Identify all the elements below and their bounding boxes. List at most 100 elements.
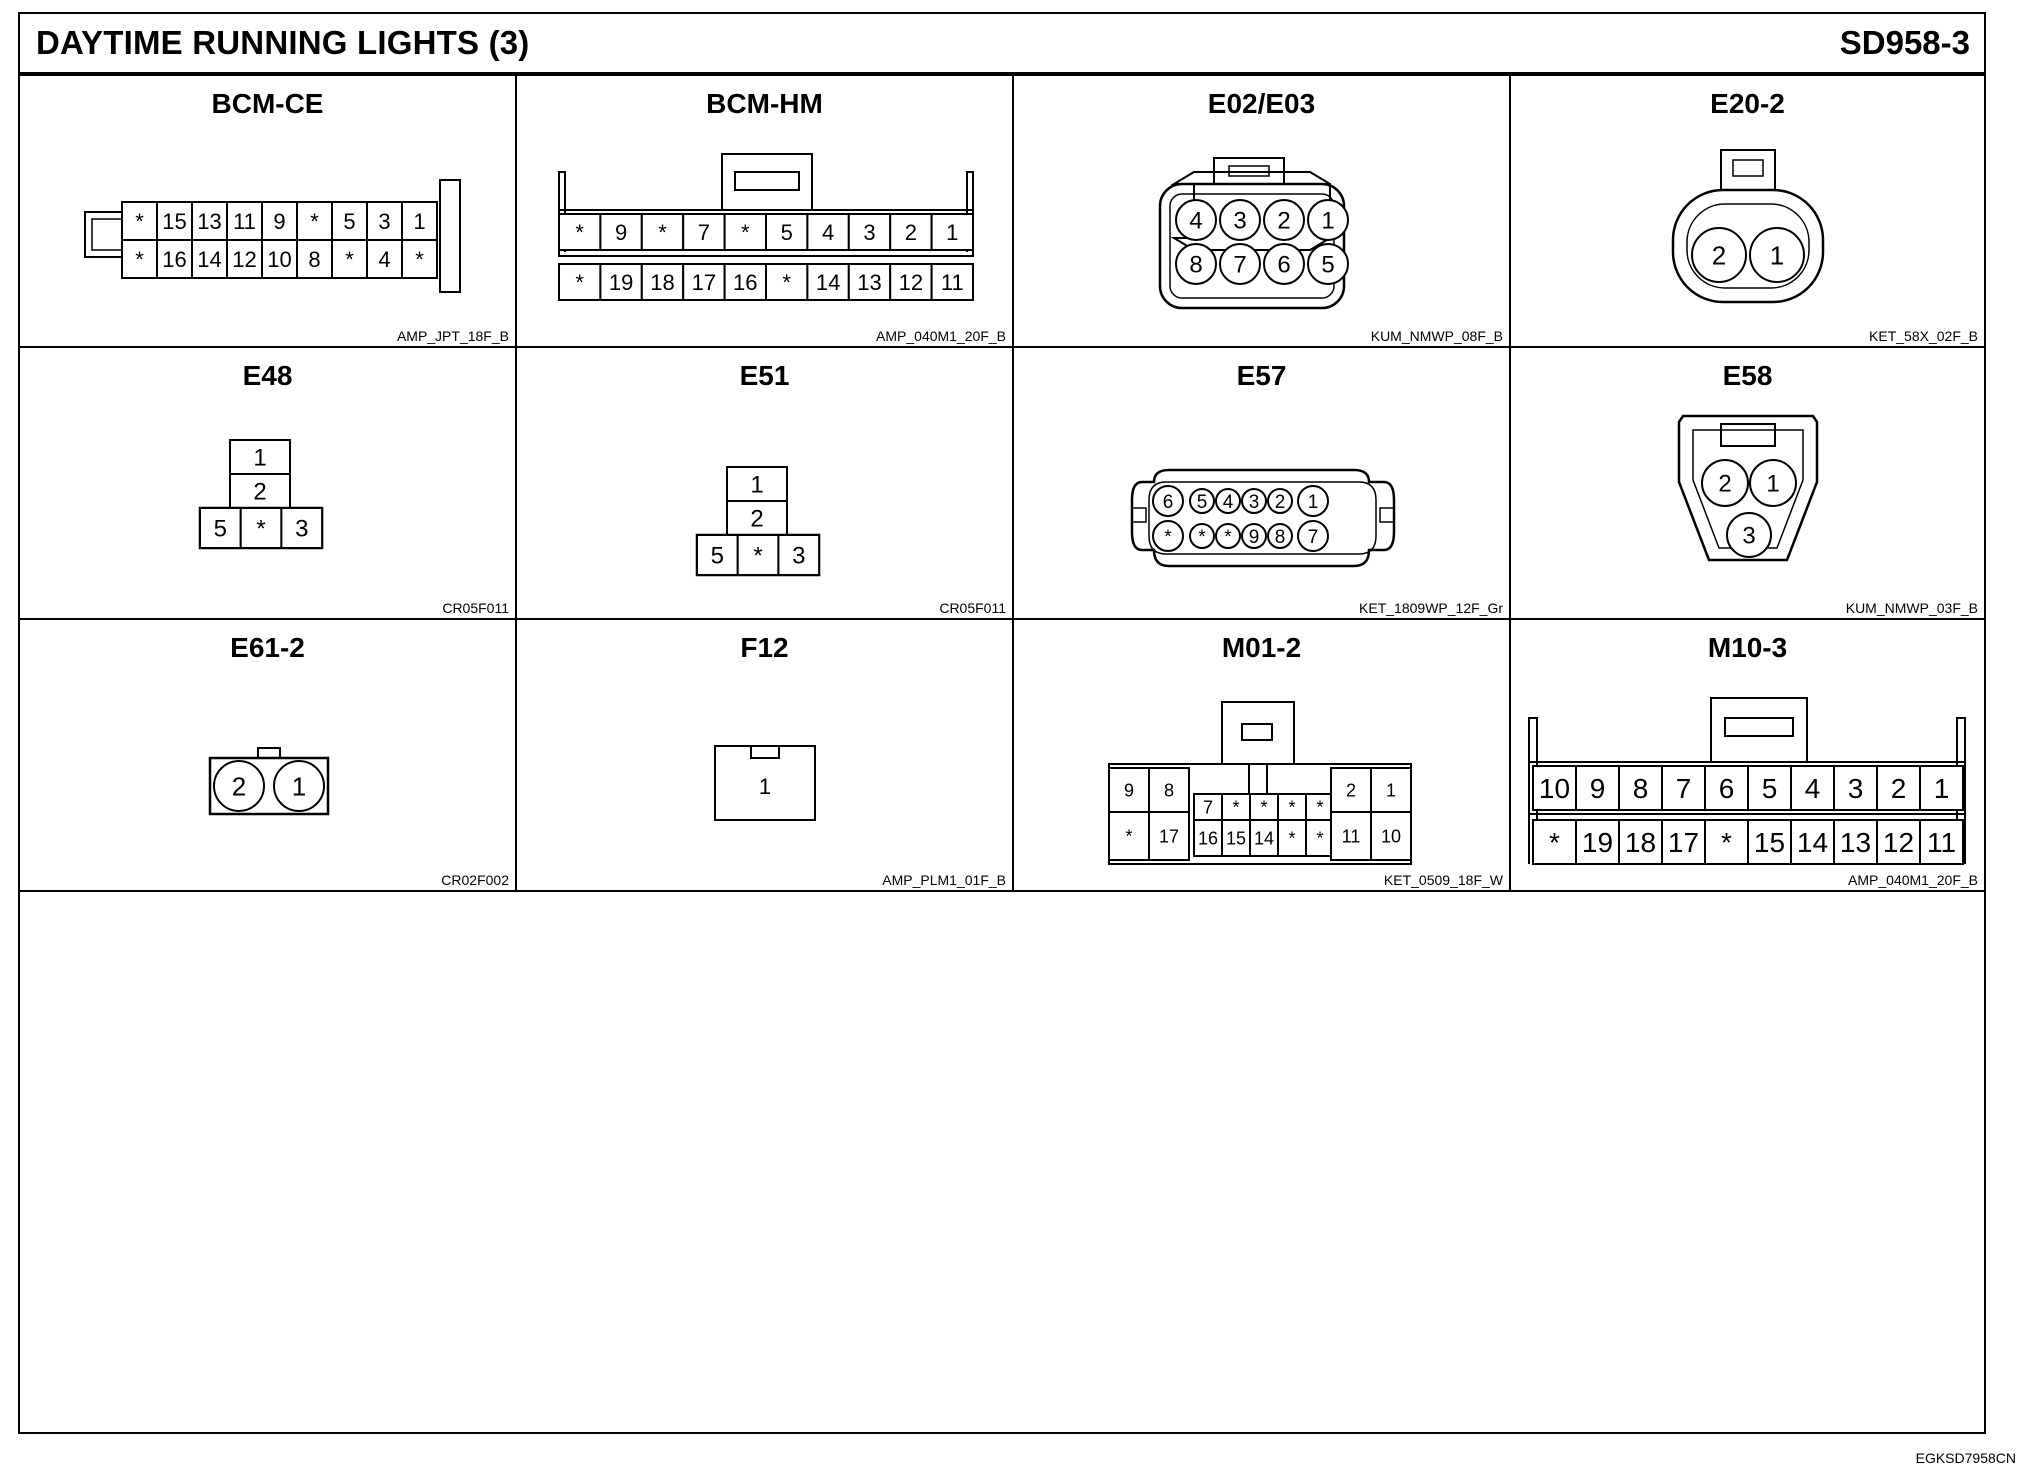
connector-outline <box>1528 761 1966 815</box>
pin-cavity <box>1219 199 1261 241</box>
pin-cavity <box>1263 199 1305 241</box>
pin-label: 11 <box>1342 826 1361 846</box>
pin-label: 19 <box>609 270 633 295</box>
pin-label: 3 <box>863 220 875 245</box>
pin-cavity <box>930 213 975 251</box>
pin-label: * <box>1288 797 1295 817</box>
pin-cavity <box>1241 523 1267 549</box>
pin-label: 1 <box>759 774 771 799</box>
pin-cavity <box>213 760 265 812</box>
pin-cavity <box>121 201 158 241</box>
pin-label: * <box>753 543 762 570</box>
pin-label: 12 <box>232 247 256 272</box>
pin-label: 9 <box>615 220 627 245</box>
connector-outline <box>1677 414 1819 562</box>
pin-label: 1 <box>292 771 306 801</box>
pin-label: 4 <box>378 247 390 272</box>
connector-name: E61-2 <box>230 632 305 663</box>
connector-drawing: 1 <box>714 745 816 821</box>
pin-label: 2 <box>905 220 917 245</box>
pin-cavity <box>1307 243 1349 285</box>
pin-label: * <box>256 516 265 543</box>
pin-cavity <box>1267 523 1293 549</box>
pin-cavity <box>191 239 228 279</box>
pin-cavity <box>723 213 768 251</box>
connector-outline <box>439 179 461 293</box>
pin-label: 1 <box>1308 492 1319 513</box>
pin-cavity <box>1307 199 1349 241</box>
pin-label: 2 <box>1277 208 1290 235</box>
pin-label: * <box>1198 527 1206 548</box>
pin-cavity <box>1618 765 1663 811</box>
pin-cavity <box>1919 765 1964 811</box>
pin-cavity <box>1661 765 1706 811</box>
pin-cavity <box>723 263 768 301</box>
pin-label: 6 <box>1277 252 1290 279</box>
pin-label: 19 <box>1582 827 1613 858</box>
pin-label: * <box>1164 527 1172 548</box>
pin-cavity <box>640 263 685 301</box>
pin-label: 11 <box>941 270 964 295</box>
connector-outline <box>750 745 780 759</box>
pin-label: 1 <box>413 209 425 234</box>
pin-cavity <box>765 213 809 251</box>
pin-label: 5 <box>343 209 355 234</box>
pin-cavity <box>1305 819 1335 857</box>
pin-cavity <box>1833 765 1878 811</box>
pin-label: 17 <box>1159 826 1179 846</box>
pin-cavity <box>1219 243 1261 285</box>
pin-cavity <box>226 239 263 279</box>
connector-part-number: CR05F011 <box>939 600 1006 616</box>
pin-label: 5 <box>1321 252 1334 279</box>
pin-label: 16 <box>162 247 186 272</box>
pin-label: * <box>1260 797 1267 817</box>
pin-label: 8 <box>1275 527 1286 548</box>
pin-label: 14 <box>197 247 221 272</box>
pin-label: 17 <box>692 270 716 295</box>
pin-cavity <box>1215 523 1241 549</box>
pin-label: 4 <box>822 220 834 245</box>
pin-label: 17 <box>1668 827 1699 858</box>
pin-cavity <box>1330 811 1372 861</box>
pin-label: 5 <box>1197 492 1208 513</box>
connector-name: M10-3 <box>1707 632 1788 663</box>
pin-label: * <box>1232 797 1239 817</box>
pin-label: 7 <box>1233 252 1246 279</box>
pin-cavity <box>558 263 602 301</box>
pin-label: 4 <box>1223 492 1234 513</box>
connector-drawing: 125*3 <box>198 439 324 550</box>
pin-cavity <box>1691 227 1747 283</box>
connector-name: BCM-HM <box>706 88 823 119</box>
connector-outline <box>1732 159 1764 177</box>
pin-cavity <box>1148 811 1190 861</box>
pin-label: 14 <box>1797 827 1828 858</box>
pin-cavity <box>777 534 821 576</box>
pin-label: 12 <box>1883 827 1914 858</box>
connector-outline <box>1686 203 1810 289</box>
connector-outline <box>1379 507 1395 523</box>
pin-label: * <box>658 220 667 245</box>
pin-label: 3 <box>378 209 390 234</box>
pin-cavity <box>847 263 892 301</box>
connector-name: BCM-CE <box>211 88 324 119</box>
connector-name: E20-2 <box>1710 88 1785 119</box>
connector-name: E48 <box>242 360 293 391</box>
connector-part-number: AMP_040M1_20F_B <box>1848 872 1978 888</box>
connector-part-number: AMP_JPT_18F_B <box>396 328 509 344</box>
pin-cavity <box>1189 488 1215 514</box>
pin-cavity <box>1152 520 1184 552</box>
pin-cavity <box>1297 485 1329 517</box>
pin-label: 1 <box>1934 773 1950 804</box>
pin-label: 1 <box>946 220 958 245</box>
pin-label: 5 <box>711 543 724 570</box>
pin-label: 13 <box>197 209 221 234</box>
diagram-code: SD958-3 <box>1839 24 1970 61</box>
pin-cavity <box>1749 227 1805 283</box>
